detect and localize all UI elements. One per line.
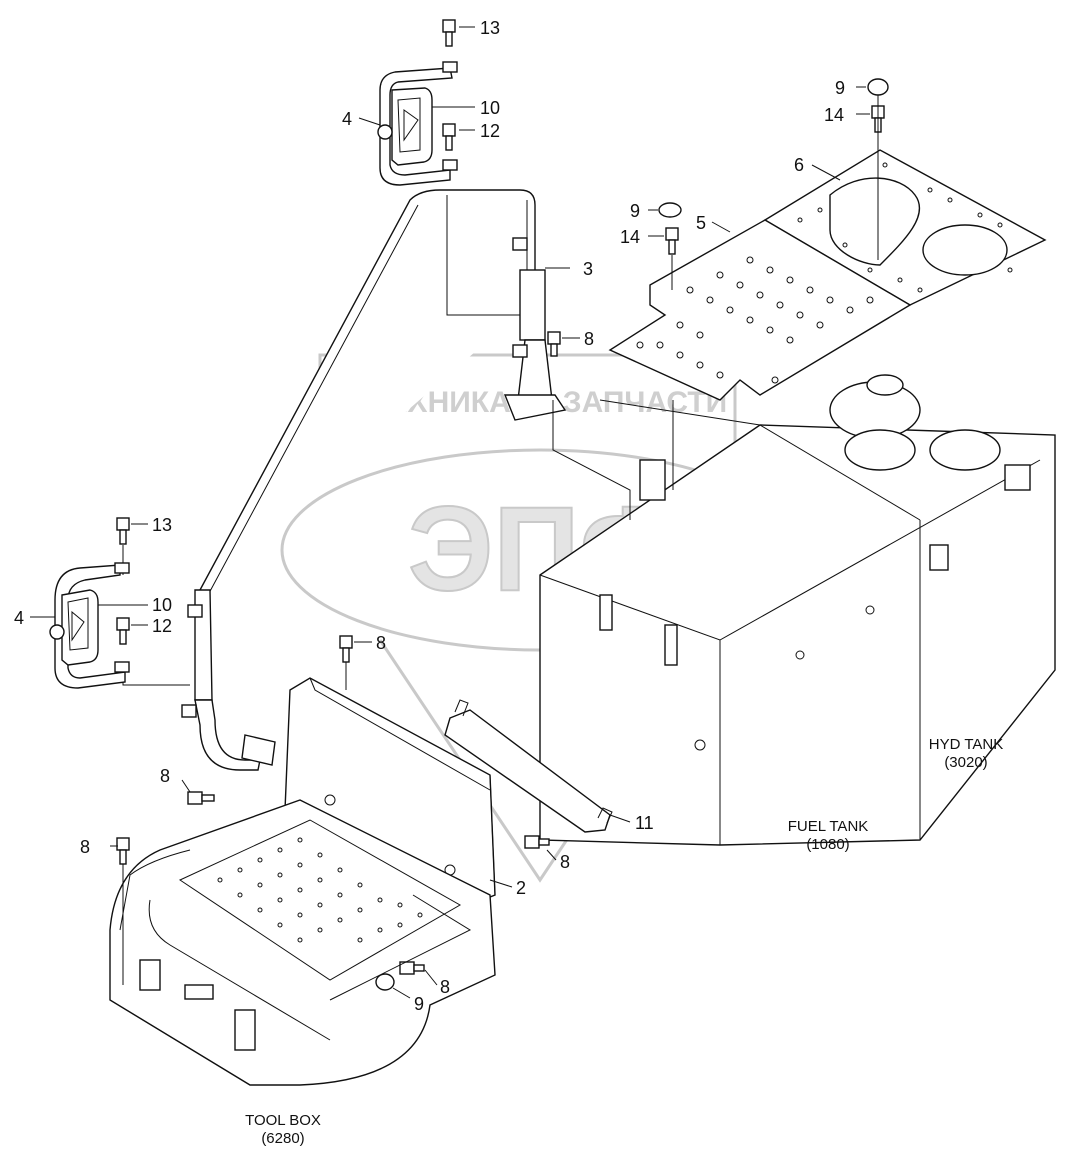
callout-9-plate5: 9	[630, 201, 640, 221]
fasteners	[116, 19, 889, 1001]
callout-9-plate6: 9	[835, 78, 845, 98]
tool-box-name: TOOL BOX	[245, 1112, 321, 1129]
nut-9-plate6	[867, 78, 889, 96]
bolt-14-plate5	[665, 227, 679, 255]
callout-10-upper: 10	[480, 98, 500, 118]
plate-6	[763, 149, 1047, 306]
nut-9-bottom	[375, 973, 395, 991]
callout-8-handrail: 8	[584, 329, 594, 349]
callout-13-lower: 13	[152, 515, 172, 535]
callout-8-cover: 8	[376, 633, 386, 653]
callout-8-bottom: 8	[440, 977, 450, 997]
tool-box-code: (6280)	[261, 1130, 304, 1147]
bolt-12-lower	[116, 617, 130, 645]
bolt-12-upper	[442, 123, 456, 151]
callout-labels: 13 4 10 12 3 8 13 4 10 12 8 8 8 8 8 9 14…	[14, 18, 845, 1014]
bolt-8-left	[187, 791, 215, 805]
hyd-tank-name: HYD TANK	[929, 736, 1003, 753]
handrail-3	[122, 189, 567, 771]
hyd-tank-code: (3020)	[944, 754, 987, 771]
callout-10-lower: 10	[152, 595, 172, 615]
callout-leaders	[30, 26, 870, 999]
bolt-8-toolbox	[116, 837, 130, 865]
nut-9-plate5	[658, 202, 682, 218]
callout-8-toolbox: 8	[80, 837, 90, 857]
bracket-11	[444, 699, 613, 833]
callout-4-lower: 4	[14, 608, 24, 628]
callout-13-upper: 13	[480, 18, 500, 38]
callout-4-upper: 4	[342, 109, 352, 129]
fuel-tank-name: FUEL TANK	[788, 818, 869, 835]
callout-8-left: 8	[160, 766, 170, 786]
bolt-8-handrail	[547, 331, 561, 357]
callout-6: 6	[794, 155, 804, 175]
bolt-13-lower	[116, 517, 130, 545]
bolt-13-upper	[442, 19, 456, 47]
callout-14-plate5: 14	[620, 227, 640, 247]
fuel-tank-code: (1080)	[806, 836, 849, 853]
bolt-8-bracket	[524, 835, 550, 849]
mirror-lower	[49, 562, 130, 689]
callout-11: 11	[635, 813, 654, 833]
bolt-8-cover	[339, 635, 353, 663]
plate-5	[608, 219, 912, 401]
mirror-upper	[377, 61, 458, 186]
captions: HYD TANK (3020) FUEL TANK (1080) TOOL BO…	[245, 736, 1003, 1147]
callout-8-bracket: 8	[560, 852, 570, 872]
callout-9-bottom: 9	[414, 994, 424, 1014]
fuel-hyd-tank-assembly	[539, 374, 1056, 846]
callout-12-upper: 12	[480, 121, 500, 141]
callout-2: 2	[516, 878, 526, 898]
callout-5: 5	[696, 213, 706, 233]
callout-12-lower: 12	[152, 616, 172, 636]
callout-3: 3	[583, 259, 593, 279]
callout-14-plate6: 14	[824, 105, 844, 125]
